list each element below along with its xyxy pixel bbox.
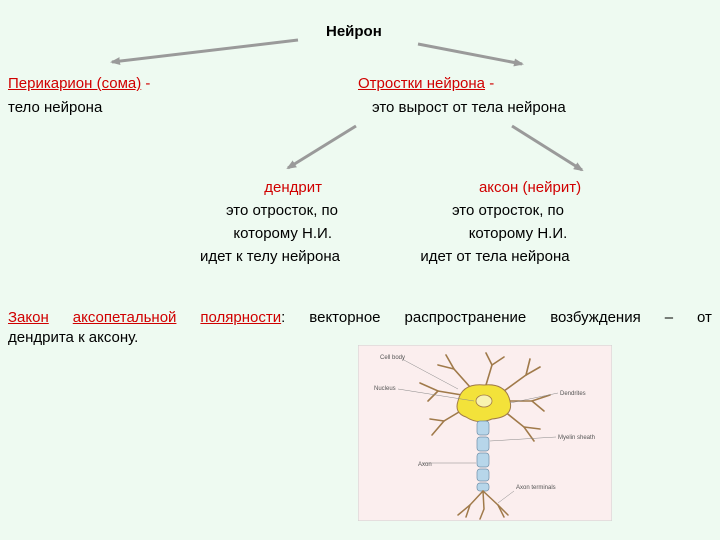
label-axon-terminals: Axon terminals bbox=[516, 485, 556, 491]
axon-block: аксон (нейрит) это отросток, по которому… bbox=[395, 178, 595, 267]
law-word-5: распространение bbox=[404, 309, 527, 326]
processes-heading-line: Отростки нейрона - bbox=[358, 74, 494, 94]
arrow-to-axon bbox=[511, 124, 584, 172]
axon-line-3: идет от тела нейрона bbox=[420, 248, 570, 265]
label-axon: Axon bbox=[418, 462, 432, 468]
arrow-to-soma bbox=[110, 38, 299, 66]
law-word-1: Закон bbox=[8, 309, 49, 326]
neuron-illustration: Cell body Nucleus Dendrites Myelin sheat… bbox=[358, 345, 612, 521]
dendrite-heading: дендрит bbox=[264, 179, 322, 196]
soma-heading-line: Перикарион (сома) - bbox=[8, 74, 150, 94]
axon-line-1: это отросток, по bbox=[451, 202, 564, 219]
dendrite-line-3: идет к телу нейрона bbox=[199, 248, 340, 265]
processes-heading: Отростки нейрона bbox=[358, 75, 486, 92]
law-line-2: дендрита к аксону. bbox=[8, 329, 139, 346]
law-line-1: Закон аксопетальной полярности: векторно… bbox=[8, 308, 712, 328]
law-word-4: векторное bbox=[309, 309, 381, 326]
law-colon: : bbox=[281, 309, 286, 326]
diagram-title: Нейрон bbox=[326, 23, 382, 40]
law-word-3: полярности bbox=[200, 309, 282, 326]
dendrite-block: дендрит это отросток, по которому Н.И. и… bbox=[150, 178, 340, 267]
soma-dash: - bbox=[145, 75, 151, 92]
label-leaders bbox=[397, 358, 559, 504]
label-cell-body: Cell body bbox=[380, 355, 405, 361]
soma-text: тело нейрона bbox=[8, 99, 103, 116]
label-nucleus: Nucleus bbox=[374, 386, 396, 392]
axon-terminal-branches bbox=[457, 490, 509, 520]
dendrite-branches bbox=[419, 352, 551, 442]
axon-line-2: которому Н.И. bbox=[468, 225, 568, 242]
axon-heading: аксон (нейрит) bbox=[478, 179, 582, 196]
law-word-8: от bbox=[697, 309, 712, 326]
processes-text: это вырост от тела нейрона bbox=[372, 99, 566, 116]
law-word-2: аксопетальной bbox=[72, 309, 177, 326]
dendrite-line-2: которому Н.И. bbox=[233, 225, 332, 242]
law-word-6: возбуждения bbox=[550, 309, 641, 326]
arrow-to-dendrite bbox=[286, 124, 357, 170]
polarity-law: Закон аксопетальной полярности: векторно… bbox=[8, 308, 712, 348]
nucleus bbox=[475, 394, 493, 408]
myelin-sheath bbox=[476, 420, 490, 492]
soma-heading: Перикарион (сома) bbox=[8, 75, 142, 92]
dendrite-line-1: это отросток, по bbox=[225, 202, 338, 219]
law-word-7: – bbox=[664, 309, 674, 326]
label-myelin-sheath: Myelin sheath bbox=[558, 435, 595, 441]
processes-dash: - bbox=[489, 75, 495, 92]
label-dendrites: Dendrites bbox=[560, 391, 586, 397]
law-word-3-wrap: полярности: bbox=[200, 308, 285, 328]
arrow-to-processes bbox=[417, 42, 524, 67]
hierarchy-arrows bbox=[110, 38, 584, 172]
